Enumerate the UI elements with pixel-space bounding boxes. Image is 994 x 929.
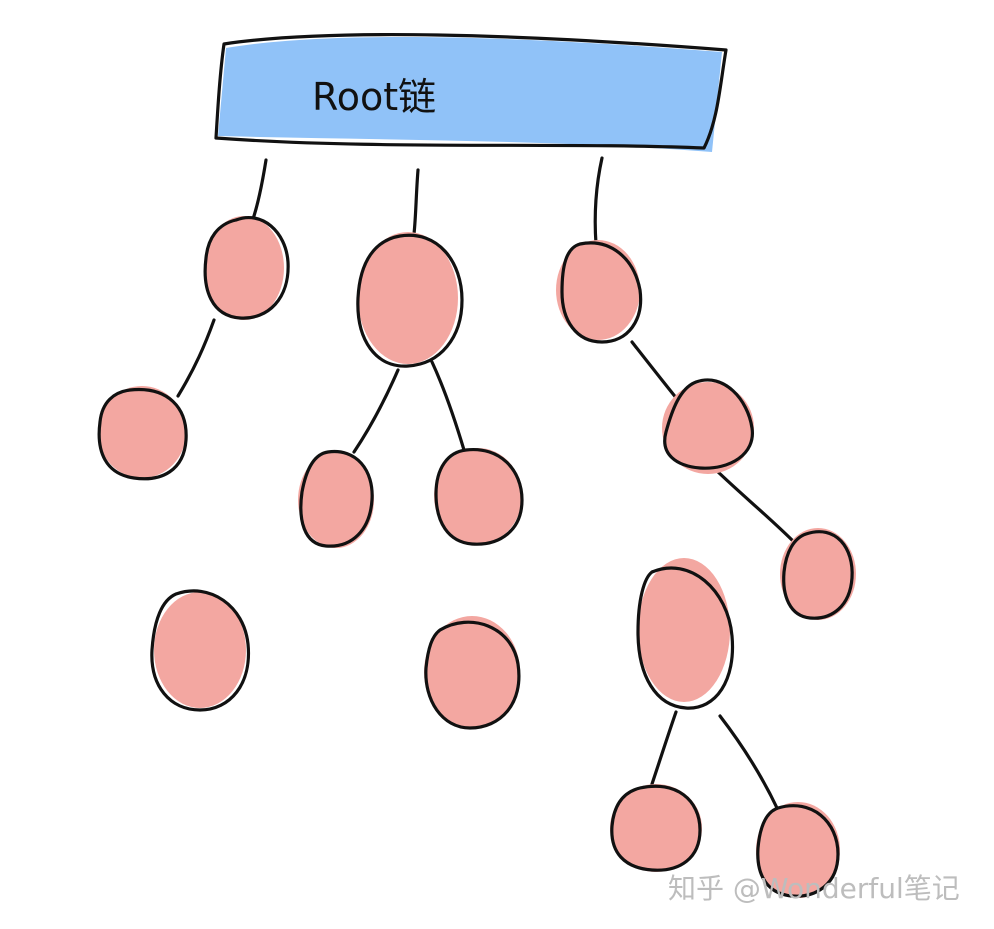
watermark-text: 知乎 @Wonderful笔记 — [668, 872, 960, 905]
node-h — [780, 528, 856, 620]
root-chain-bar: Root链 — [214, 33, 728, 152]
node-c — [556, 240, 643, 344]
nodes — [97, 216, 856, 898]
node-m — [424, 616, 521, 730]
node-e — [298, 449, 374, 548]
edge-node-b-to-node-f — [430, 360, 466, 452]
node-d — [97, 386, 188, 481]
edge-node-j-to-node-k — [650, 710, 678, 786]
node-i — [150, 589, 251, 712]
node-l — [756, 802, 840, 898]
edges — [176, 156, 796, 812]
edge-node-g-to-node-h — [714, 468, 796, 544]
node-f — [434, 448, 524, 546]
edge-root-to-node-c — [593, 156, 604, 246]
edge-node-j-to-node-l — [718, 714, 780, 812]
edge-root-to-node-b — [412, 168, 420, 236]
node-b — [356, 232, 464, 368]
node-g — [662, 378, 754, 474]
edge-root-to-node-a — [250, 158, 268, 224]
root-chain-label: Root链 — [312, 75, 436, 119]
edge-node-b-to-node-e — [352, 368, 400, 454]
root-chain-outline — [214, 33, 728, 150]
node-a — [203, 216, 290, 320]
node-k — [610, 784, 702, 872]
root-chain-fill — [218, 36, 722, 152]
edge-node-a-to-node-d — [176, 318, 216, 398]
node-j — [636, 558, 735, 710]
